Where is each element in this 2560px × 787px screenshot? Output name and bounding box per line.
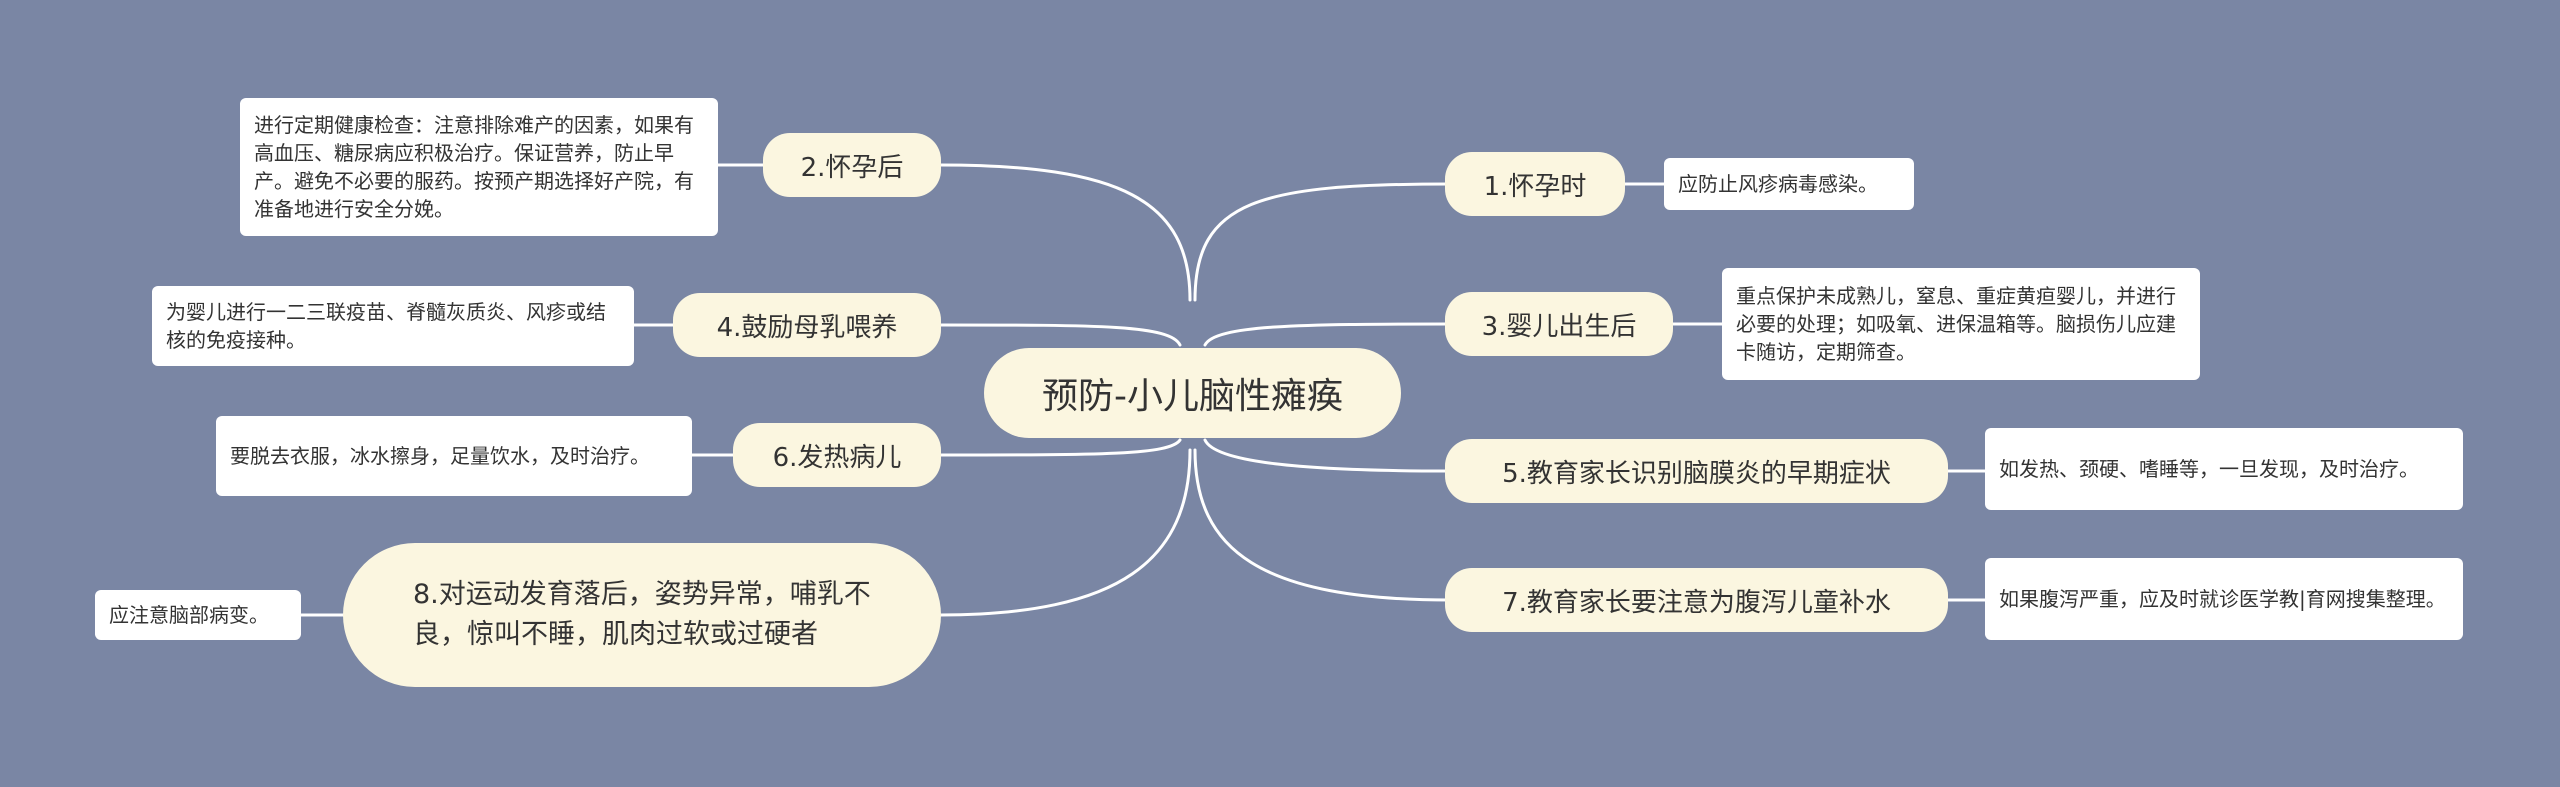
note-diarrhea-hydration: 如果腹泻严重，应及时就诊医学教|育网搜集整理。 — [1985, 558, 2463, 640]
note-fever-child: 要脱去衣服，冰水擦身，足量饮水，及时治疗。 — [216, 416, 692, 496]
branch-breastfeeding[interactable]: 4.鼓励母乳喂养 — [673, 293, 941, 357]
note-breastfeeding: 为婴儿进行一二三联疫苗、脊髓灰质炎、风疹或结核的免疫接种。 — [152, 286, 634, 366]
branch-fever-child[interactable]: 6.发热病儿 — [733, 423, 941, 487]
root-topic[interactable]: 预防-小儿脑性瘫痪 — [984, 348, 1401, 438]
branch-motor-delay[interactable]: 8.对运动发育落后，姿势异常，哺乳不良，惊叫不睡，肌肉过软或过硬者 — [343, 543, 941, 687]
note-meningitis-symptoms: 如发热、颈硬、嗜睡等，一旦发现，及时治疗。 — [1985, 428, 2463, 510]
branch-diarrhea-hydration[interactable]: 7.教育家长要注意为腹泻儿童补水 — [1445, 568, 1948, 632]
note-after-birth: 重点保护未成熟儿，窒息、重症黄疸婴儿，并进行必要的处理；如吸氧、进保温箱等。脑损… — [1722, 268, 2200, 380]
note-during-pregnancy: 应防止风疹病毒感染。 — [1664, 158, 1914, 210]
note-after-pregnancy: 进行定期健康检查：注意排除难产的因素，如果有高血压、糖尿病应积极治疗。保证营养，… — [240, 98, 718, 236]
branch-after-pregnancy[interactable]: 2.怀孕后 — [763, 133, 941, 197]
note-motor-delay: 应注意脑部病变。 — [95, 590, 301, 640]
branch-after-birth[interactable]: 3.婴儿出生后 — [1445, 292, 1673, 356]
branch-during-pregnancy[interactable]: 1.怀孕时 — [1445, 152, 1625, 216]
branch-meningitis-symptoms[interactable]: 5.教育家长识别脑膜炎的早期症状 — [1445, 439, 1948, 503]
